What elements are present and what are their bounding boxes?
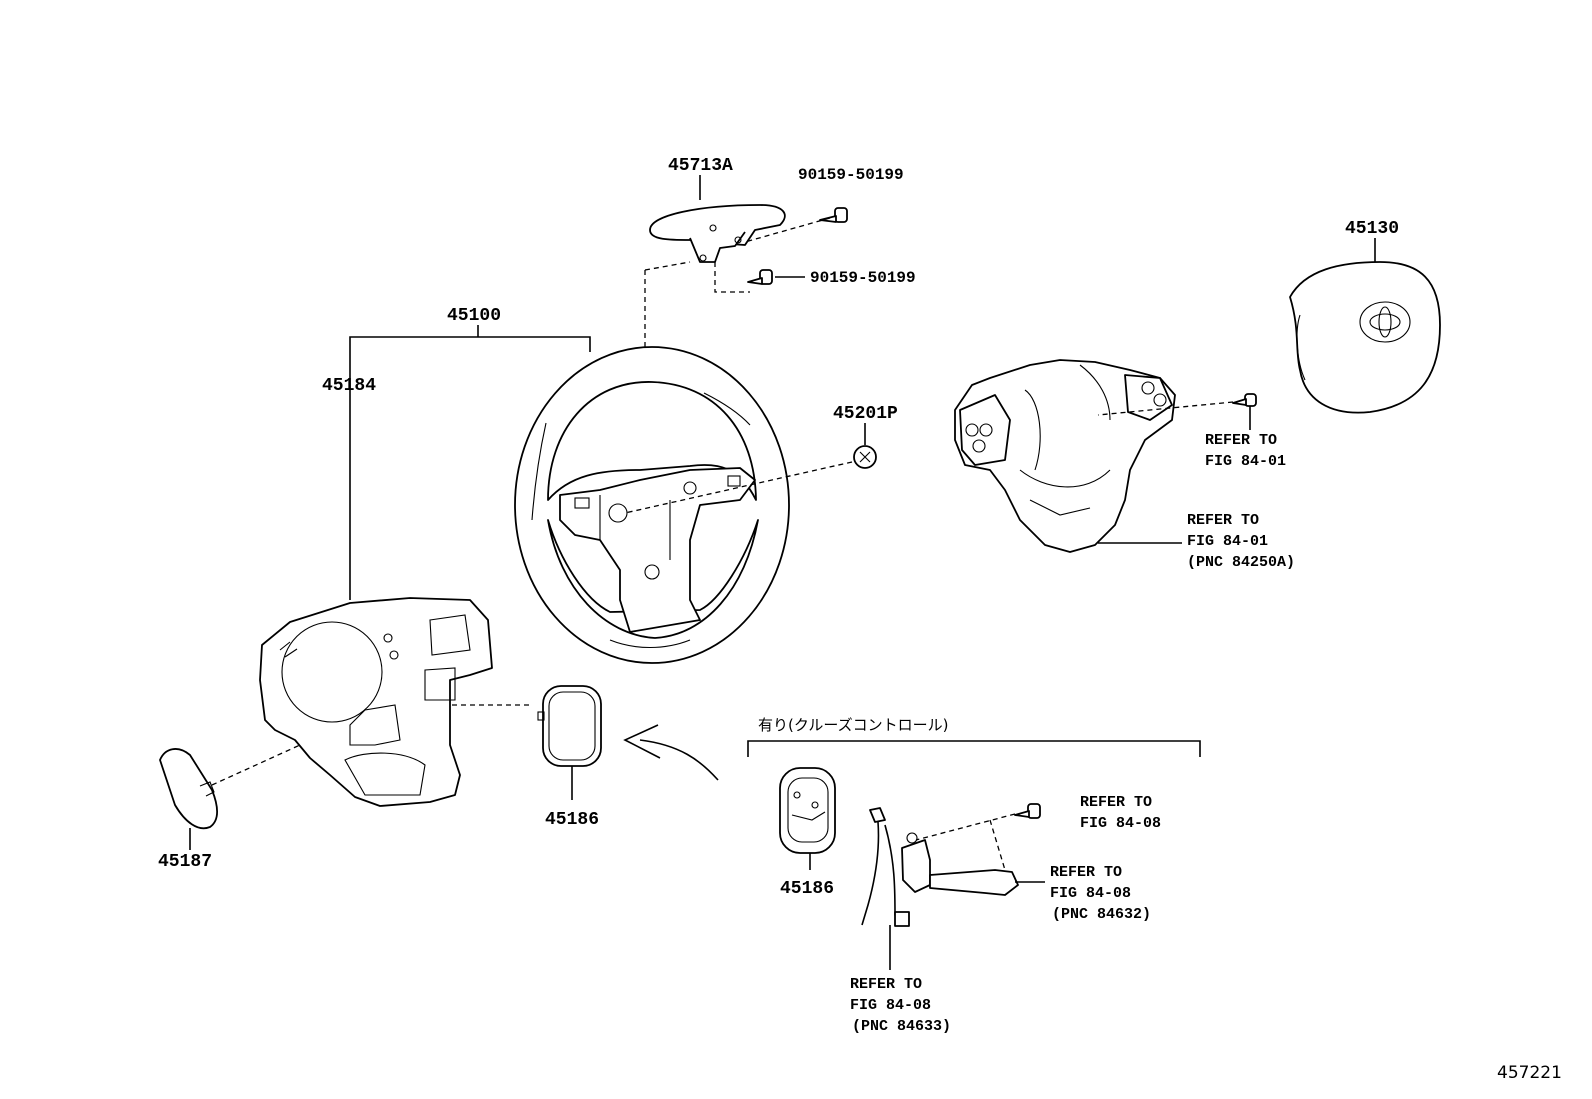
nut-45201P[interactable] xyxy=(853,445,877,469)
ref-84633-pnc: (PNC 84633) xyxy=(852,1018,951,1035)
label-45186-right: 45186 xyxy=(780,879,834,899)
ref-84250A-pnc: (PNC 84250A) xyxy=(1187,554,1295,571)
ref-84632-fig: FIG 84-08 xyxy=(1050,885,1131,902)
label-45100: 45100 xyxy=(447,306,501,326)
screw-84250A[interactable] xyxy=(1232,393,1257,407)
label-45713A: 45713A xyxy=(668,156,733,176)
ref-84250A-fig: FIG 84-01 xyxy=(1187,533,1268,550)
condition-label: 有り(クルーズコントロール) xyxy=(758,716,949,734)
cruise-wire-84633[interactable] xyxy=(861,807,910,927)
ring-45186-right[interactable] xyxy=(779,767,836,854)
ref-84-01-fig: FIG 84-01 xyxy=(1205,453,1286,470)
label-90159-top: 90159-50199 xyxy=(798,166,904,184)
ref-84-01-title: REFER TO xyxy=(1205,432,1277,449)
label-45130: 45130 xyxy=(1345,219,1399,239)
diagram-number: 457221 xyxy=(1497,1063,1562,1083)
cruise-lever-84632[interactable] xyxy=(901,832,1019,896)
airbag-45130[interactable] xyxy=(1289,261,1441,414)
ref-84633-fig: FIG 84-08 xyxy=(850,997,931,1014)
screw-90159-mid[interactable] xyxy=(747,269,773,285)
switch-assembly-84250A[interactable] xyxy=(954,359,1176,553)
label-45201P: 45201P xyxy=(833,404,898,424)
screw-84-08[interactable] xyxy=(1014,803,1041,819)
ref-84-08-fig: FIG 84-08 xyxy=(1080,815,1161,832)
steering-wheel-45100[interactable] xyxy=(514,346,790,664)
ref-84633-title: REFER TO xyxy=(850,976,922,993)
rear-cover-45184[interactable] xyxy=(259,597,493,807)
arrow-indicator xyxy=(623,724,719,781)
cover-45187[interactable] xyxy=(159,748,218,830)
label-45186-left: 45186 xyxy=(545,810,599,830)
screw-90159-top[interactable] xyxy=(819,207,848,223)
ring-45186-left[interactable] xyxy=(537,685,602,767)
ref-84250A-title: REFER TO xyxy=(1187,512,1259,529)
label-90159-mid: 90159-50199 xyxy=(810,269,916,287)
ref-84632-pnc: (PNC 84632) xyxy=(1052,906,1151,923)
part-45713A-cover[interactable] xyxy=(649,204,786,263)
ref-84-08-title: REFER TO xyxy=(1080,794,1152,811)
ref-84632-title: REFER TO xyxy=(1050,864,1122,881)
label-45187: 45187 xyxy=(158,852,212,872)
label-45184: 45184 xyxy=(322,376,376,396)
